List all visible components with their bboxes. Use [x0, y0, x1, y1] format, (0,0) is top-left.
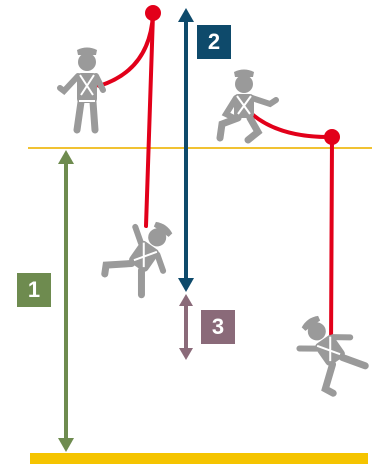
lanyard-left-falling: [144, 12, 155, 228]
label-1: 1: [17, 273, 51, 307]
anchor-point-right: [324, 129, 340, 145]
dimension-arrow-3: [179, 294, 193, 360]
lanyard-right-falling: [329, 135, 334, 354]
worker-walking-icon: [60, 48, 103, 131]
label-2: 2: [197, 25, 231, 59]
worker-crouching-icon: [220, 70, 276, 141]
label-3: 3: [201, 310, 235, 344]
anchor-point-left: [145, 5, 161, 21]
dimension-arrow-2: [178, 8, 194, 292]
worker-falling-icon: [287, 306, 371, 396]
worker-falling-icon: [101, 211, 185, 301]
lanyard-left-standing: [97, 12, 155, 88]
dimension-arrow-1: [58, 150, 74, 452]
ground-level-bar: [30, 453, 368, 464]
